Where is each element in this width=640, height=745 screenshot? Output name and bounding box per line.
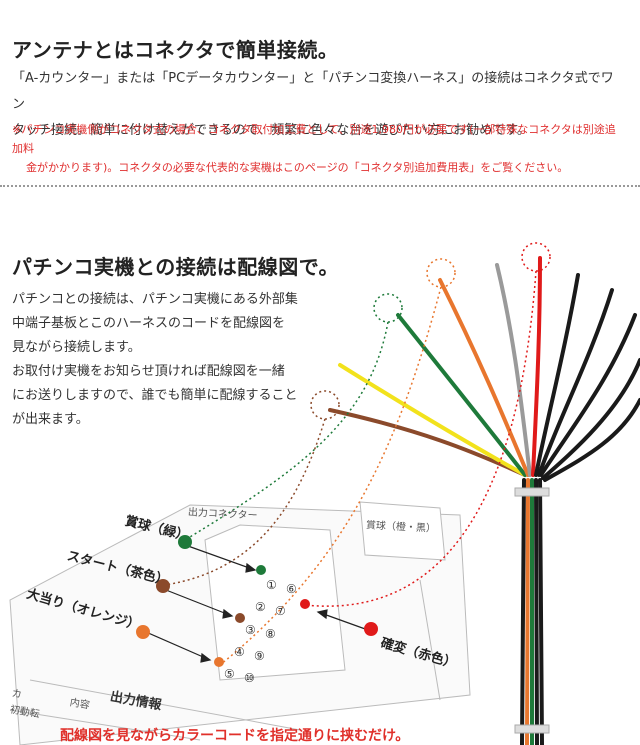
diagram-caption: 配線図を見ながらカラーコードを指定通りに挟むだけ。 <box>60 728 410 744</box>
wiring-diagram <box>9 242 640 745</box>
pin-orange-marker <box>214 657 224 667</box>
connector-fee-note: ※パチンコ実機側がコネクタ式の場合、コネクタ取付加工費として、別途1,980円が… <box>12 120 624 177</box>
pin-6: ⑥ <box>286 582 297 596</box>
section2-body-line: が出来ます。 <box>12 412 89 427</box>
pin-1: ① <box>266 578 277 592</box>
terminal-board-sketch <box>9 501 471 745</box>
harness-wires <box>328 256 640 745</box>
section2-title: パチンコ実機との接続は配線図で。 <box>12 255 339 279</box>
section2-body-line: お取付け実機をお知らせ頂ければ配線図を一緒 <box>12 364 285 379</box>
section-divider <box>0 185 640 187</box>
green-dot <box>178 535 192 549</box>
pin-8: ⑧ <box>265 627 276 641</box>
pin-10: ⑩ <box>244 671 255 685</box>
note-line2: 金がかかります)。コネクタの必要な代表的な実機はこのページの「コネクタ別追加費用… <box>26 161 569 174</box>
red-dot <box>364 622 378 636</box>
pin-5: ⑤ <box>224 667 235 681</box>
orange-dot <box>136 625 150 639</box>
section2-body-line: 見ながら接続します。 <box>12 340 141 355</box>
section1-body: 「A-カウンター」または「PCデータカウンター」と「パチンコ変換ハーネス」の接続… <box>12 66 624 144</box>
section2-body: パチンコとの接続は、パチンコ実機にある外部集 中端子基板とこのハーネスのコードを… <box>12 288 312 432</box>
pin-brown-marker <box>235 613 245 623</box>
board-sub2: 内容 <box>68 697 91 712</box>
leader-lines <box>164 270 537 666</box>
section2-body-line: にお送りしますので、誰でも簡単に配線すること <box>12 388 298 403</box>
section2-body-line: パチンコとの接続は、パチンコ実機にある外部集 <box>12 292 298 307</box>
wire-end-markers <box>310 242 551 420</box>
section2-body-line: 中端子基板とこのハーネスのコードを配線図を <box>12 316 286 331</box>
pin-green-marker <box>256 565 266 575</box>
pin-2: ② <box>255 600 266 614</box>
pin-7: ⑦ <box>275 604 286 618</box>
brown-dot <box>156 579 170 593</box>
pin-red-marker <box>300 599 310 609</box>
note-line1: ※パチンコ実機側がコネクタ式の場合、コネクタ取付加工費として、別途1,980円が… <box>12 123 616 155</box>
pin-9: ⑨ <box>254 649 265 663</box>
pin-3: ③ <box>245 623 256 637</box>
section1-body-line2: タッチ接続。簡単に付け替えができるので、頻繁に色々な台を遊びたい方にお勧めです。 <box>12 123 530 138</box>
pin-arrows <box>145 545 369 663</box>
section1-title: アンテナとはコネクタで簡単接続。 <box>12 38 339 62</box>
section1-body-line1: 「A-カウンター」または「PCデータカウンター」と「パチンコ変換ハーネス」の接続… <box>12 71 614 112</box>
pin-4: ④ <box>234 645 245 659</box>
